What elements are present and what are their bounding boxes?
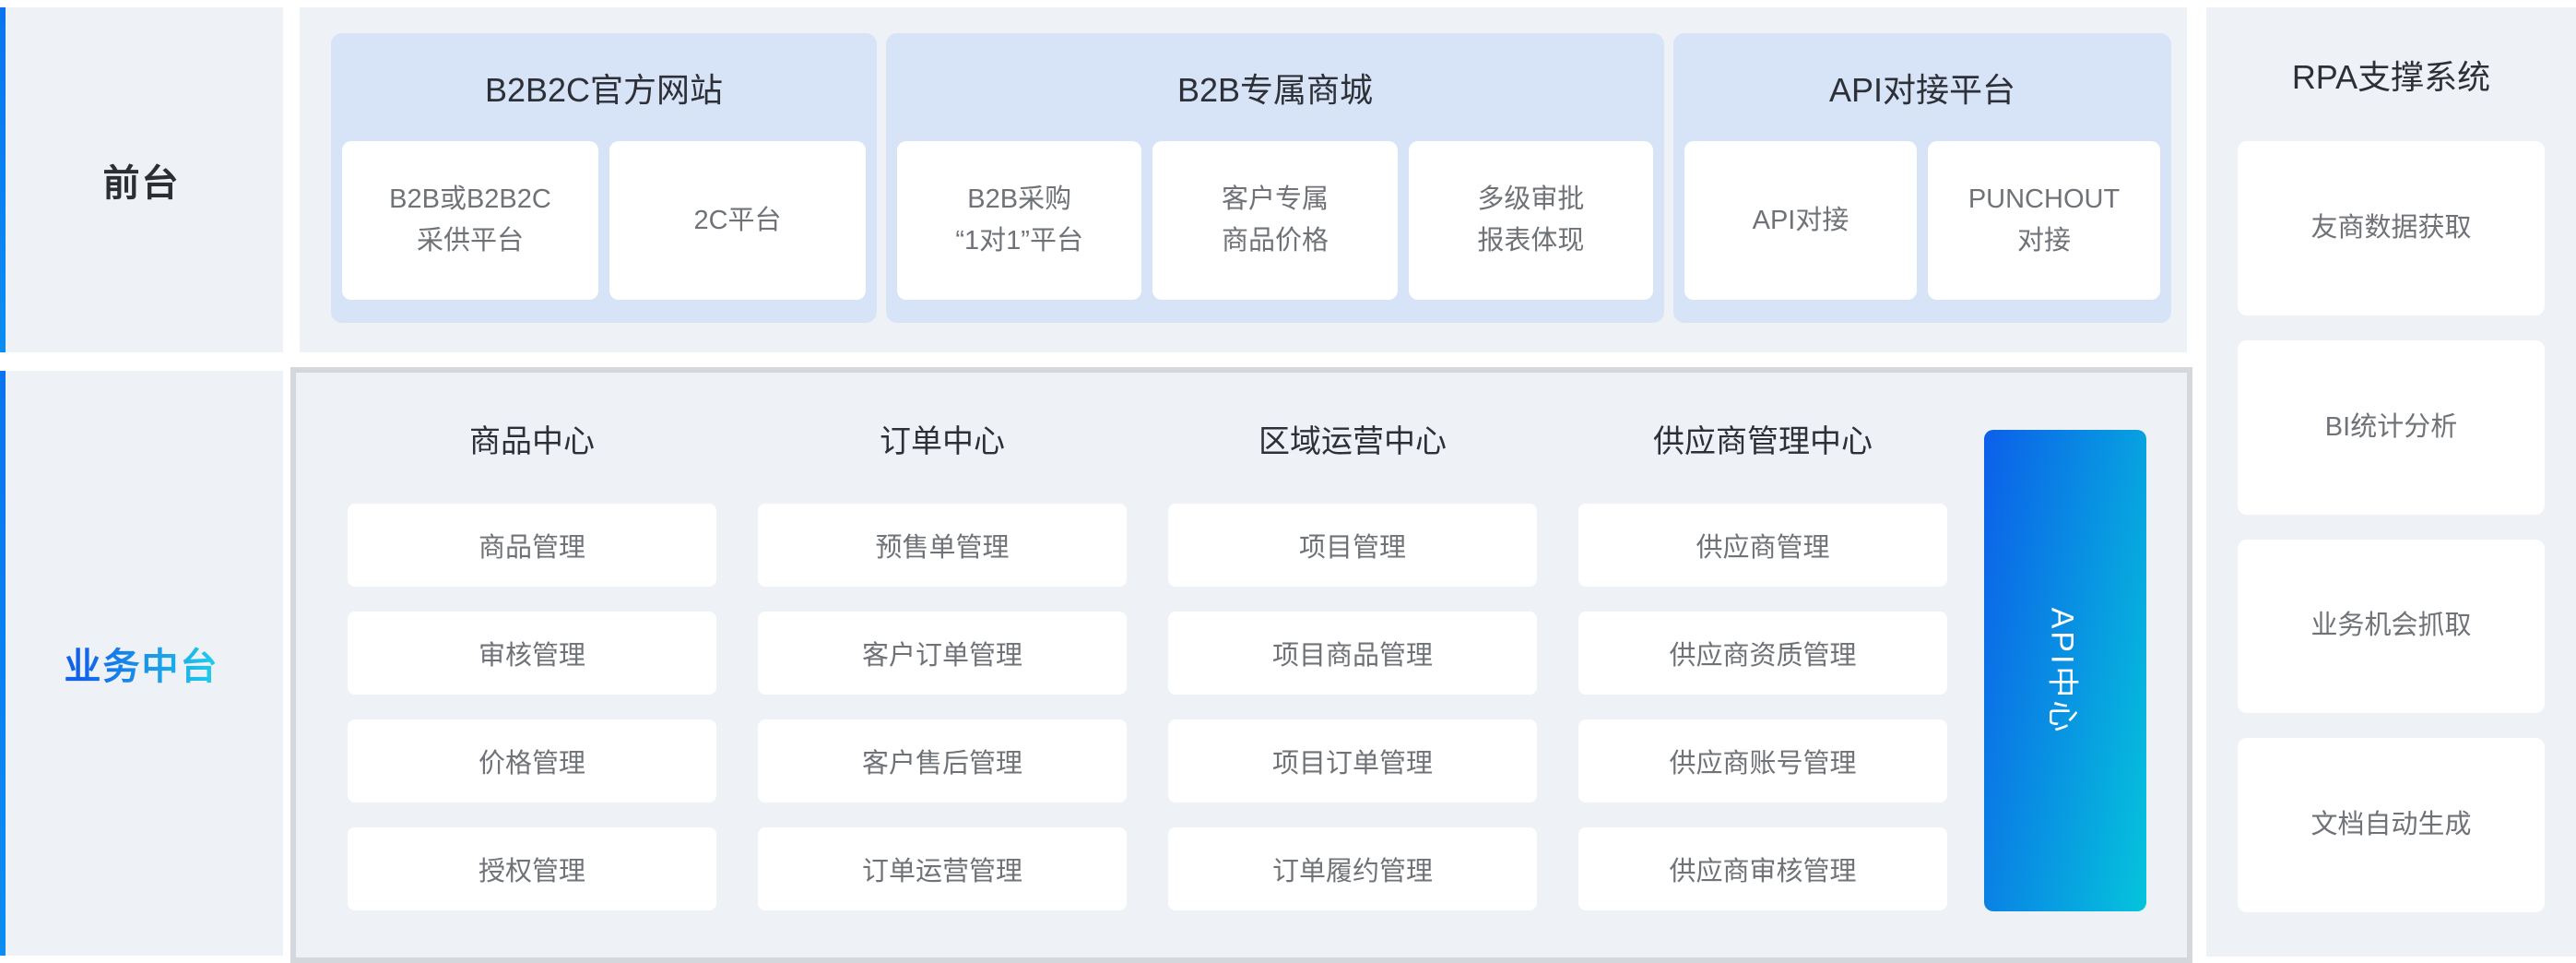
middle-stage-accent-bar bbox=[0, 371, 6, 956]
center-supplier: 供应商管理中心 供应商管理 供应商资质管理 供应商账号管理 供应商审核管理 bbox=[1578, 373, 1947, 910]
center-items: 商品管理 审核管理 价格管理 授权管理 bbox=[348, 504, 716, 910]
group-b2b-mall: B2B专属商城 B2B采购 “1对1”平台 客户专属 商品价格 多级审批 报表体… bbox=[886, 33, 1664, 323]
card-bi-analysis: BI统计分析 bbox=[2238, 339, 2545, 515]
card-punchout: PUNCHOUT 对接 bbox=[1928, 141, 2160, 300]
card-business-opportunity: 业务机会抓取 bbox=[2238, 539, 2545, 714]
item-supplier-qualification-mgmt: 供应商资质管理 bbox=[1578, 612, 1947, 695]
card-api-connect: API对接 bbox=[1684, 141, 1917, 300]
group-items: B2B采购 “1对1”平台 客户专属 商品价格 多级审批 报表体现 bbox=[897, 141, 1653, 300]
item-review-mgmt: 审核管理 bbox=[348, 612, 716, 695]
api-center-label: API中心 bbox=[2044, 607, 2080, 734]
centers-row: 商品中心 商品管理 审核管理 价格管理 授权管理 订单中心 预售单管理 客户订单… bbox=[348, 373, 1947, 910]
center-title: 区域运营中心 bbox=[1258, 423, 1447, 459]
front-stage-section: B2B2C官方网站 B2B或B2B2C 采供平台 2C平台 B2B专属商城 B2… bbox=[300, 7, 2187, 352]
front-stage-label: 前台 bbox=[102, 163, 181, 204]
item-price-mgmt: 价格管理 bbox=[348, 719, 716, 802]
card-customer-price: 客户专属 商品价格 bbox=[1152, 141, 1398, 300]
item-supplier-mgmt: 供应商管理 bbox=[1578, 504, 1947, 587]
rpa-panel-title: RPA支撑系统 bbox=[2291, 57, 2491, 96]
center-title: 商品中心 bbox=[469, 423, 595, 459]
group-title: API对接平台 bbox=[1828, 70, 2016, 109]
item-order-operation-mgmt: 订单运营管理 bbox=[758, 827, 1127, 910]
center-items: 供应商管理 供应商资质管理 供应商账号管理 供应商审核管理 bbox=[1578, 504, 1947, 910]
card-competitor-data: 友商数据获取 bbox=[2238, 141, 2545, 315]
middle-stage-section: 商品中心 商品管理 审核管理 价格管理 授权管理 订单中心 预售单管理 客户订单… bbox=[290, 367, 2192, 963]
item-order-fulfillment-mgmt: 订单履约管理 bbox=[1168, 827, 1537, 910]
card-approval-report: 多级审批 报表体现 bbox=[1408, 141, 1653, 300]
front-stage-accent-bar bbox=[0, 7, 6, 352]
center-items: 预售单管理 客户订单管理 客户售后管理 订单运营管理 bbox=[758, 504, 1127, 910]
card-doc-autogen: 文档自动生成 bbox=[2238, 738, 2545, 912]
item-presale-order-mgmt: 预售单管理 bbox=[758, 504, 1127, 587]
center-product: 商品中心 商品管理 审核管理 价格管理 授权管理 bbox=[348, 373, 716, 910]
item-aftersale-mgmt: 客户售后管理 bbox=[758, 719, 1127, 802]
item-supplier-review-mgmt: 供应商审核管理 bbox=[1578, 827, 1947, 910]
group-items: API对接 PUNCHOUT 对接 bbox=[1684, 141, 2160, 300]
middle-stage-label: 业务中台 bbox=[65, 636, 219, 690]
front-stage-panel: 前台 bbox=[0, 7, 283, 352]
center-title: 订单中心 bbox=[880, 423, 1005, 459]
group-items: B2B或B2B2C 采供平台 2C平台 bbox=[342, 141, 866, 300]
api-center-bar: API中心 bbox=[1984, 430, 2146, 911]
center-title: 供应商管理中心 bbox=[1653, 423, 1873, 459]
center-region-operation: 区域运营中心 项目管理 项目商品管理 项目订单管理 订单履约管理 bbox=[1168, 373, 1537, 910]
item-project-product-mgmt: 项目商品管理 bbox=[1168, 612, 1537, 695]
rpa-support-panel: RPA支撑系统 友商数据获取 BI统计分析 业务机会抓取 文档自动生成 bbox=[2206, 7, 2576, 957]
item-project-order-mgmt: 项目订单管理 bbox=[1168, 719, 1537, 802]
card-2c-platform: 2C平台 bbox=[609, 141, 866, 300]
center-order: 订单中心 预售单管理 客户订单管理 客户售后管理 订单运营管理 bbox=[758, 373, 1127, 910]
card-b2b-b2b2c-platform: B2B或B2B2C 采供平台 bbox=[342, 141, 598, 300]
card-b2b-procurement: B2B采购 “1对1”平台 bbox=[897, 141, 1142, 300]
rpa-items: 友商数据获取 BI统计分析 业务机会抓取 文档自动生成 bbox=[2238, 141, 2545, 912]
group-title: B2B2C官方网站 bbox=[484, 70, 724, 109]
group-b2b2c-website: B2B2C官方网站 B2B或B2B2C 采供平台 2C平台 bbox=[331, 33, 877, 323]
center-items: 项目管理 项目商品管理 项目订单管理 订单履约管理 bbox=[1168, 504, 1537, 910]
middle-stage-panel: 业务中台 bbox=[0, 371, 283, 956]
item-project-mgmt: 项目管理 bbox=[1168, 504, 1537, 587]
item-supplier-account-mgmt: 供应商账号管理 bbox=[1578, 719, 1947, 802]
item-customer-order-mgmt: 客户订单管理 bbox=[758, 612, 1127, 695]
item-product-mgmt: 商品管理 bbox=[348, 504, 716, 587]
item-authorization-mgmt: 授权管理 bbox=[348, 827, 716, 910]
group-api-platform: API对接平台 API对接 PUNCHOUT 对接 bbox=[1673, 33, 2171, 323]
group-title: B2B专属商城 bbox=[1176, 70, 1374, 109]
